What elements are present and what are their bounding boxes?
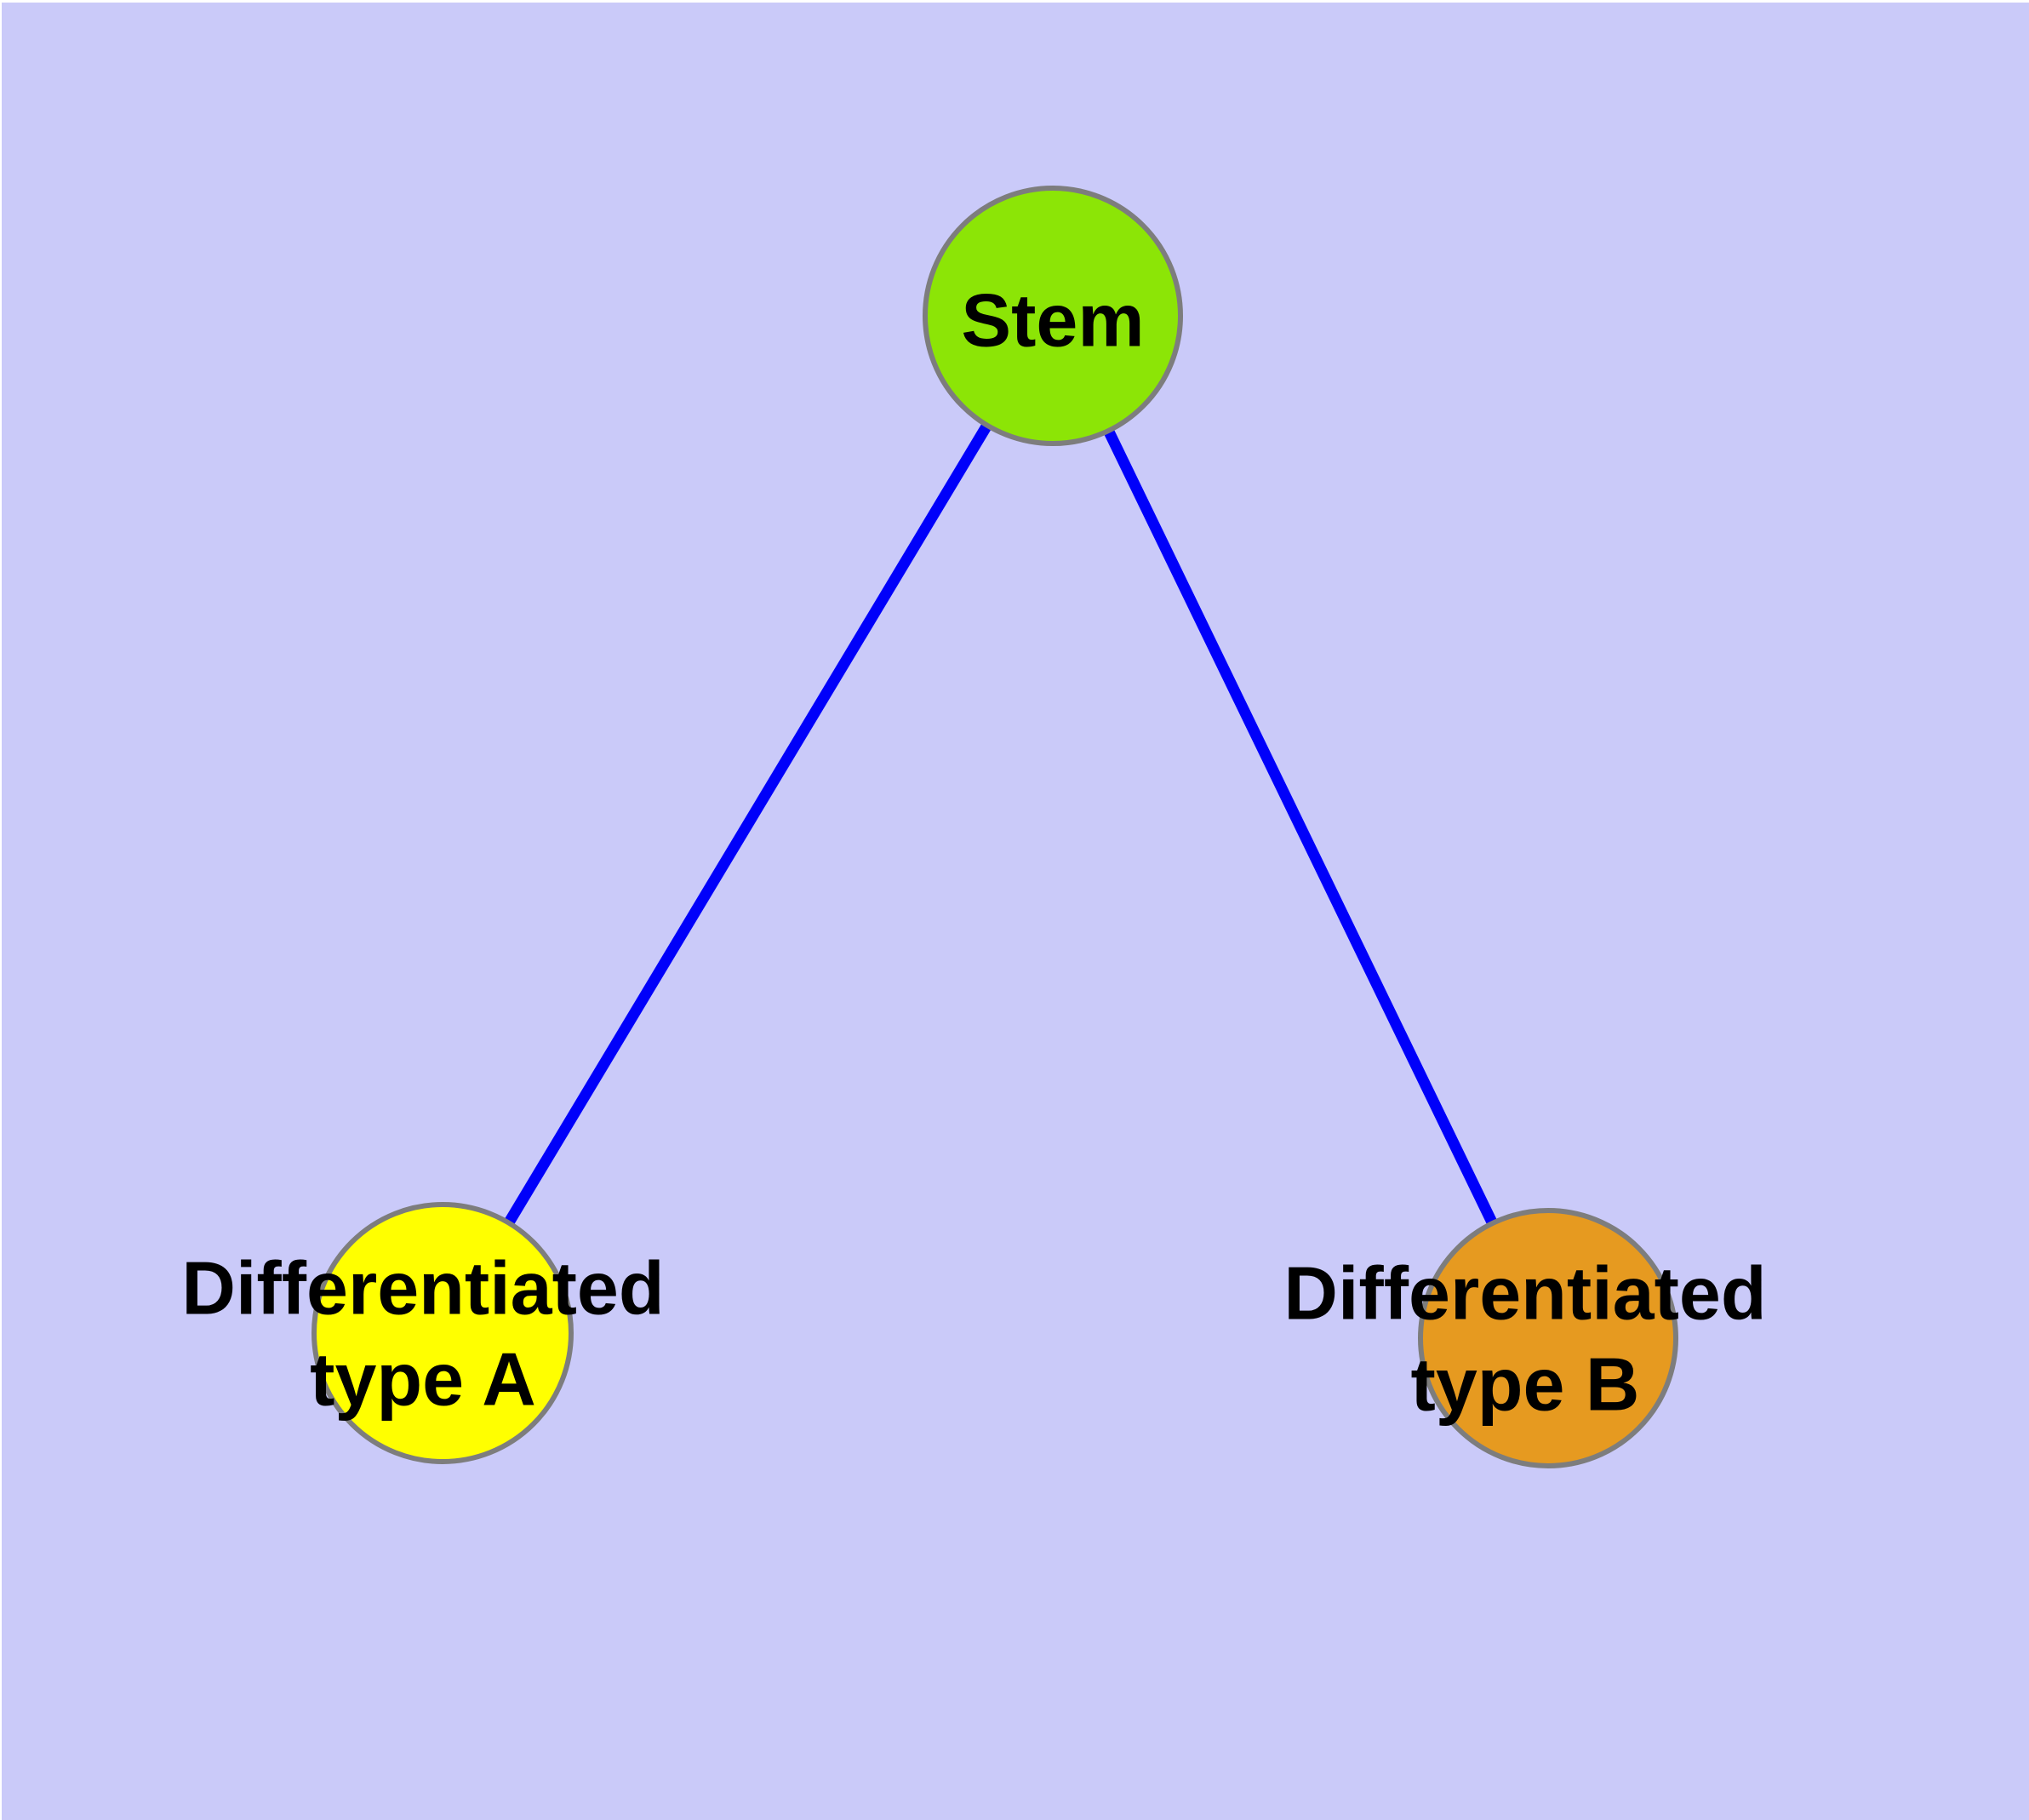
node-type-a-circle	[311, 1202, 574, 1464]
edge-stem-to-type-b	[1048, 313, 1553, 1341]
node-type-b-label-line-1: Differentiated	[1283, 1251, 1766, 1336]
edge-stem-to-type-a	[437, 312, 1058, 1336]
node-type-a-label-line-2: type A	[310, 1337, 536, 1422]
node-type-b-circle	[1418, 1208, 1678, 1468]
node-stem-circle	[923, 186, 1183, 446]
node-type-b-label-line-2: type B	[1411, 1342, 1640, 1427]
node-stem-label: Stem	[961, 278, 1144, 363]
node-type-a-label-line-1: Differentiated	[181, 1246, 664, 1331]
